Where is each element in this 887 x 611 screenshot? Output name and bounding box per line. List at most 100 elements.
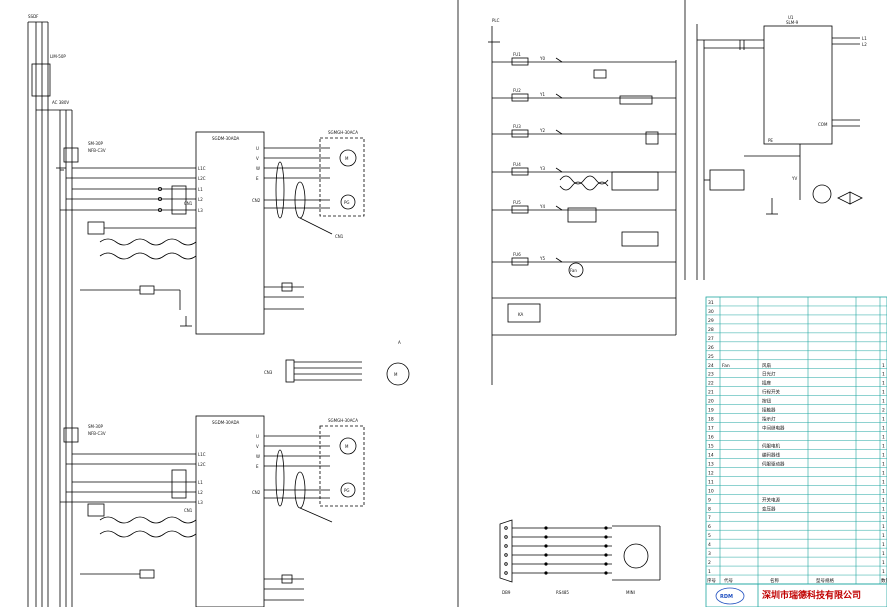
caption-mini: MINI [626, 590, 635, 595]
bom-cell: 12 [708, 470, 714, 476]
aux-motor-connector [285, 359, 295, 383]
aux-motor-mark: A [398, 340, 401, 345]
fan-icon [568, 262, 584, 278]
plc-power [621, 231, 659, 247]
bom-cell: 中间继电器 [762, 425, 785, 432]
unit1-encoder-letter: PG [344, 200, 350, 205]
db9-pin [504, 571, 508, 575]
bom-cell: 1 [882, 417, 885, 423]
servo-unit-1: SM-30P NFB-C3V SGDM-30ADA L1C L2C L1 L2 … [56, 130, 365, 335]
unit1-term-l1: L1 [198, 187, 203, 192]
bom-cell: 3 [708, 551, 711, 557]
unit2-drive-title: SGDM-30ADA [212, 420, 239, 425]
bom-cell: 1 [882, 524, 885, 530]
bom-cell: 开关电源 [762, 496, 780, 503]
bom-header-cell: 名称 [770, 577, 779, 584]
bom-cell: 6 [708, 524, 711, 530]
bom-cell: 插座 [762, 380, 771, 387]
unit2-term-w: W [256, 454, 260, 459]
bom-row: 26 [708, 345, 714, 351]
bom-cell: 按钮 [762, 398, 771, 405]
controller-com: COM [818, 122, 828, 127]
bom-cell: 28 [708, 327, 714, 333]
caption-db9: DB9 [502, 590, 511, 595]
fuse-label: FU1 [513, 52, 521, 57]
unit2-motor-letter: M [345, 444, 349, 449]
fuse-symbol [511, 129, 529, 138]
bom-cell: 10 [708, 488, 714, 494]
plc-output-tag: Y4 [539, 204, 545, 209]
bom-cell: 26 [708, 345, 714, 351]
bom-cell: 编码器线 [762, 451, 780, 458]
bom-cell: 变压器 [762, 505, 776, 512]
transformer-block [709, 169, 745, 191]
unit2-breaker [63, 427, 79, 443]
unit1-term-v: V [256, 156, 259, 161]
bom-cell: 1 [882, 363, 885, 369]
db9-pin [504, 544, 508, 548]
bom-cell: 1 [882, 560, 885, 566]
servo-unit-2: SM-30P NFB-C3V SGDM-30ADA L1C L2C L1 L2 … [60, 415, 365, 608]
controller-pin-l1: L1 [862, 36, 867, 41]
db9-pin [504, 526, 508, 530]
unit1-term-e: E [256, 176, 259, 181]
bom-cell: 13 [708, 461, 714, 467]
bom-cell: 1 [882, 390, 885, 396]
unit2-motor-housing [319, 425, 365, 507]
db9-shell [499, 519, 513, 583]
unit1-motor-housing [319, 137, 365, 217]
valve-label: YV [791, 176, 797, 181]
logo-text: RDM [720, 594, 733, 600]
valve-motor-icon [812, 184, 832, 204]
aux-motor: CN3 M A [264, 340, 410, 386]
controller-panel: U1 SLM-9 L1 L2 COM PE YV [696, 15, 867, 280]
bom-row: 29 [708, 318, 714, 324]
unit2-motor-icon [339, 437, 357, 455]
bom-cell: 27 [708, 336, 714, 342]
lamp-tube [619, 95, 653, 105]
fuse-label: FU5 [513, 200, 521, 205]
bom-cell: 1 [882, 435, 885, 441]
unit1-motor-title: SGMGH-30ACA [328, 130, 358, 135]
db9-connector: DB9 RS485 MINI [499, 519, 661, 595]
unit1-drive-title: SGDM-30ADA [212, 136, 239, 141]
bom-cell: 30 [708, 309, 714, 315]
unit2-shield-ring [275, 449, 285, 507]
bom-cell: 29 [708, 318, 714, 324]
unit2-term-l1c: L1C [198, 452, 206, 457]
unit1-twisted-pair [99, 252, 197, 260]
unit1-term-l3: L3 [198, 208, 203, 213]
fuse-symbol [511, 93, 529, 102]
bom-cell: 1 [882, 506, 885, 512]
bom-cell: 11 [708, 479, 714, 485]
bom-cell: 16 [708, 435, 714, 441]
unit2-io-block [87, 503, 105, 517]
bom-cell: 1 [882, 381, 885, 387]
controller-title: U1 [788, 15, 794, 20]
controller-subtitle: SLM-9 [786, 20, 799, 25]
relay-label: KA [518, 312, 524, 317]
unit2-breaker-label: SM-30P [88, 424, 104, 429]
bom-cell: 日光灯 [762, 371, 776, 378]
caption-rs485: RS485 [556, 590, 569, 595]
fan-label: Fan [570, 268, 577, 273]
bom-cell: 1 [882, 533, 885, 539]
switch-contact [555, 57, 563, 63]
unit1-breaker [63, 147, 79, 163]
bom-cell: 风扇 [762, 362, 771, 369]
unit2-contactor-label: NFB-C3V [88, 431, 106, 436]
bom-cell: 指示灯 [762, 416, 776, 423]
bom-cell: 1 [882, 443, 885, 449]
